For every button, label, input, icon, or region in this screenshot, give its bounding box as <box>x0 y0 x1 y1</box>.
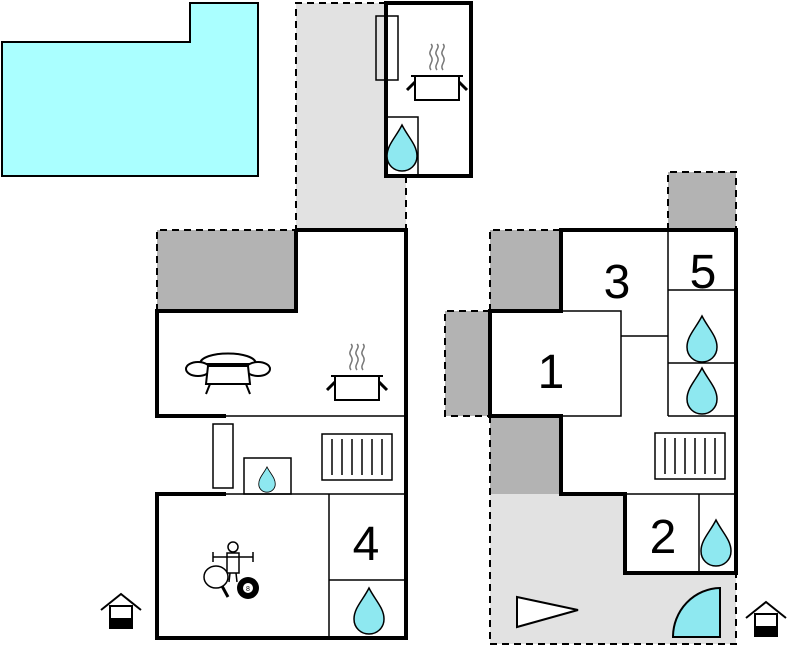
water-drop-icon <box>686 367 718 415</box>
terrace-dark-right-lower <box>490 416 561 494</box>
table-football-icon <box>212 541 254 583</box>
triangle-marker-icon <box>516 595 579 629</box>
table-tennis-icon <box>203 565 230 598</box>
water-drop-icon <box>686 315 718 363</box>
terrace-dark-top-right <box>668 172 736 230</box>
sofa-icon <box>185 352 271 395</box>
terrace-path-top <box>296 3 406 230</box>
house-entrance-icon <box>745 601 787 637</box>
room-4-label: 4 <box>353 518 380 571</box>
svg-text:8: 8 <box>246 586 250 593</box>
house-entrance-icon <box>100 593 142 629</box>
room-1-label: 1 <box>538 346 565 399</box>
water-drop-icon <box>386 124 418 172</box>
room-2-label: 2 <box>650 511 677 564</box>
water-drop-icon <box>700 519 732 567</box>
kitchen-outbuilding <box>384 1 473 178</box>
cooking-pot-icon <box>405 42 469 102</box>
radiator-icon <box>654 432 726 480</box>
cooking-pot-icon <box>325 342 389 402</box>
terrace-dark-side <box>445 311 490 416</box>
water-drop-icon <box>258 466 276 493</box>
terrace-dark-left <box>157 230 296 311</box>
fireplace-icon <box>212 423 234 489</box>
room-3-label: 3 <box>604 256 631 309</box>
water-drop-icon <box>353 587 385 635</box>
fireplace-icon <box>375 15 399 81</box>
pool <box>1 2 259 177</box>
terrace-dark-right-upper <box>490 230 561 311</box>
radiator-icon <box>321 433 393 481</box>
room-5-label: 5 <box>690 246 717 299</box>
door-swing-icon <box>671 586 721 638</box>
billiard-ball-icon: 8 <box>237 577 259 599</box>
